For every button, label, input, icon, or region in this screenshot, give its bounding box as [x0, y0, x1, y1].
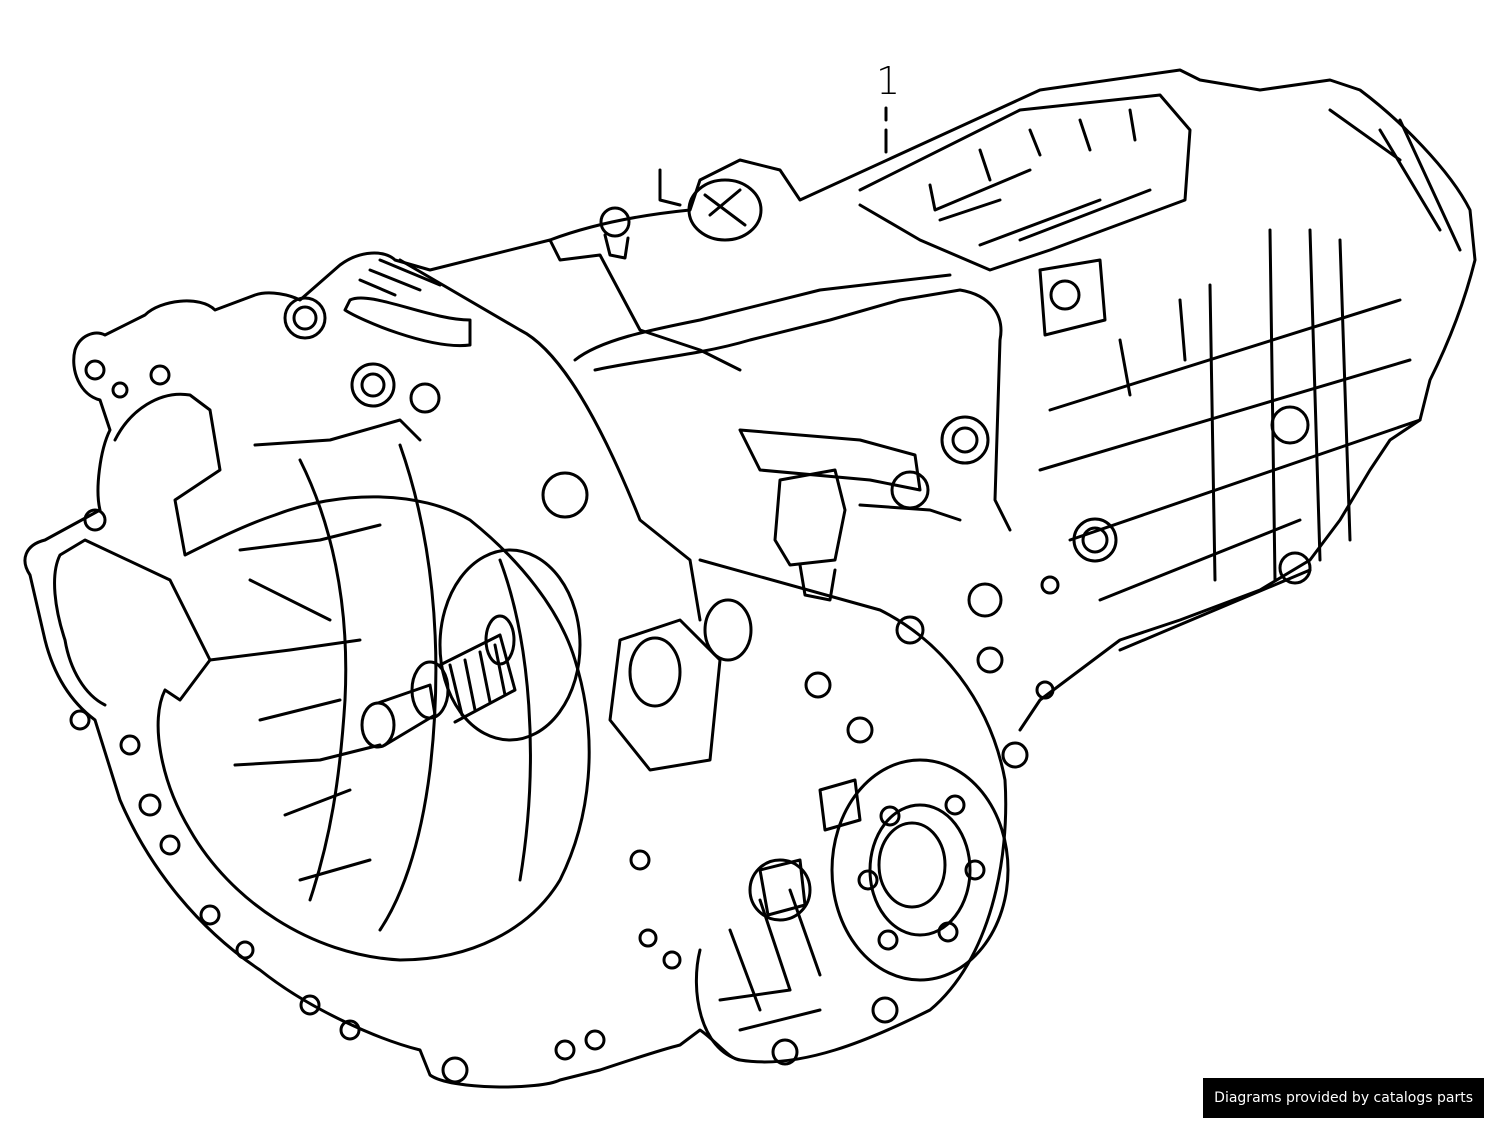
filler-plug [599, 168, 763, 260]
bell-housing-bolt-bosses [69, 359, 682, 1084]
case-ribs [1035, 108, 1462, 700]
credit-banner: Diagrams provided by catalogs parts [1203, 1078, 1484, 1118]
bell-housing-ribs [208, 418, 532, 932]
callout-number-1: 1 [876, 59, 900, 103]
top-cover-plate [573, 93, 1192, 532]
shift-linkage [738, 415, 990, 602]
bottom-fins [718, 888, 822, 1032]
differential-housing [608, 558, 1029, 1066]
input-shaft [360, 548, 582, 749]
bell-housing-outline [23, 238, 742, 1089]
output-flange [830, 758, 1010, 982]
bell-housing-inner-rim [53, 392, 591, 962]
main-case-outline [548, 68, 1477, 732]
top-mounting-ears [283, 258, 702, 622]
